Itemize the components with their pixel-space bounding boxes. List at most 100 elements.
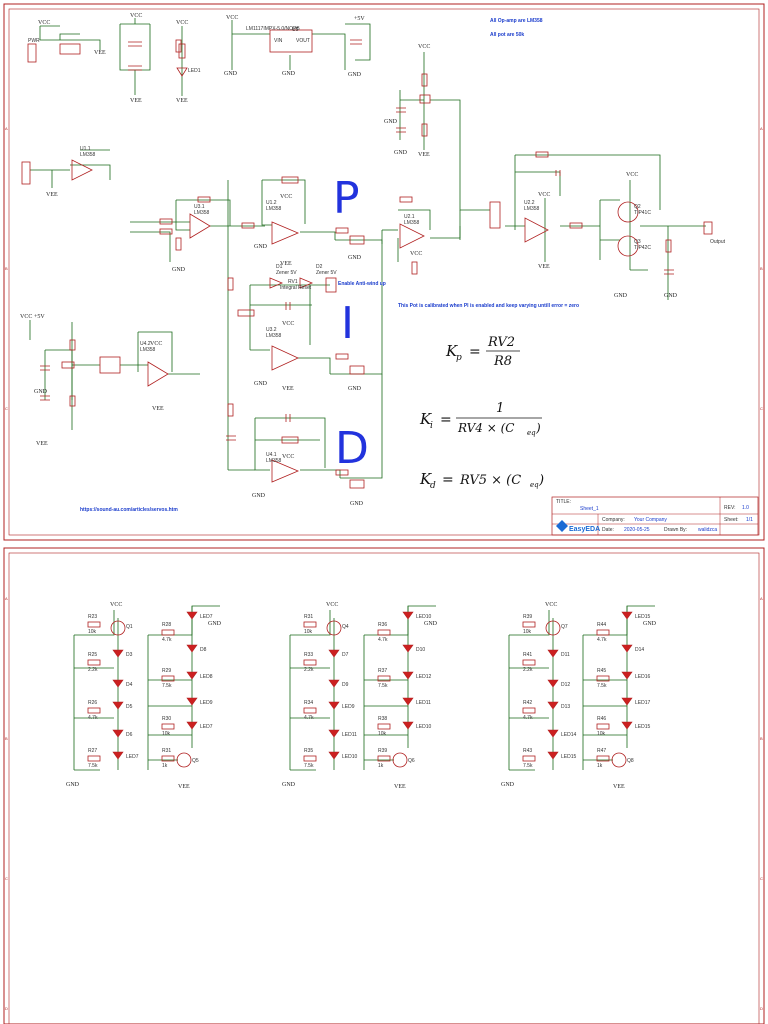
led-ref: D7	[342, 652, 349, 658]
resistor	[522, 707, 536, 714]
led-bar-group: R3910kR412.2kR424.7kR437.5kR444.7kR457.5…	[501, 602, 657, 790]
svg-text:C: C	[5, 406, 8, 411]
svg-text:=: =	[440, 412, 452, 428]
vee-label: VEE	[178, 784, 190, 790]
svg-text:p: p	[456, 353, 462, 363]
pid-letter-d: D	[335, 423, 369, 474]
resistor-ref: R39	[378, 748, 387, 754]
resistor	[522, 755, 536, 762]
resistor-value: 4.7k	[162, 637, 172, 643]
source-url[interactable]: https://sound-au.com/articles/servos.htm	[80, 507, 178, 513]
vcc-label: VCC	[150, 341, 162, 347]
svg-text:B: B	[760, 736, 763, 741]
resistor-ref: R45	[597, 668, 606, 674]
resistor	[377, 629, 391, 636]
gnd-label: GND	[501, 782, 515, 788]
vcc-label: VCC	[176, 20, 188, 26]
u11-ref: U1.1	[80, 146, 91, 152]
vee-label: VEE	[176, 98, 188, 104]
gnd-label: GND	[643, 621, 657, 627]
led-icon	[328, 751, 340, 760]
vcc-label: VCC	[418, 44, 430, 50]
led-ref: LED14	[561, 732, 577, 738]
svg-text:RV5 × (C: RV5 × (C	[459, 473, 521, 488]
rv1-label: Integral Reset	[280, 285, 312, 291]
led-icon	[402, 611, 414, 620]
led-ref: LED7	[126, 754, 139, 760]
vcc-label: VCC	[130, 13, 142, 19]
led-ref: LED12	[416, 674, 432, 680]
led-icon	[186, 611, 198, 620]
led-ref: D12	[561, 682, 570, 688]
part-labels: U1.1 LM358 U3.1 LM358 U1.2 LM358 U3.2 LM…	[80, 146, 726, 464]
resistor	[377, 675, 391, 682]
led-icon	[328, 649, 340, 658]
vee-label: VEE	[46, 192, 58, 198]
u5-part: LM1117IMPX-5.0/NOPB	[246, 26, 300, 32]
led-ref: LED16	[635, 674, 651, 680]
resistor-value: 2.2k	[88, 667, 98, 673]
resistor-ref: R27	[88, 748, 97, 754]
u22-ref: U2.2	[524, 200, 535, 206]
resistor-value: 7.5k	[304, 763, 314, 769]
svg-text:eq: eq	[527, 429, 536, 437]
resistor-value: 10k	[88, 629, 97, 635]
led-icon	[621, 611, 633, 620]
svg-text:A: A	[760, 596, 763, 601]
pid-letter-i: I	[341, 298, 354, 349]
main-circuit-wires	[29, 52, 706, 479]
led-ref: LED10	[342, 754, 358, 760]
anti-windup-note: Enable Anti-wind up	[338, 281, 386, 287]
resistor	[303, 621, 317, 628]
resistor-ref: R25	[88, 652, 97, 658]
svg-text:Company:: Company:	[602, 517, 625, 523]
u41-part: LM358	[266, 458, 282, 464]
svg-text:RV2: RV2	[487, 335, 515, 350]
resistor-ref: R42	[523, 700, 532, 706]
u41-ref: U4.1	[266, 452, 277, 458]
svg-text:Sheet:: Sheet:	[724, 517, 738, 523]
u31-part: LM358	[194, 210, 210, 216]
svg-text:C: C	[760, 876, 763, 881]
led-ref: LED11	[416, 700, 431, 706]
svg-text:EasyEDA: EasyEDA	[569, 526, 600, 533]
transistor-ref: Q1	[126, 624, 133, 630]
led-ref: D9	[342, 682, 349, 688]
led-icon	[547, 649, 559, 658]
p5v-label: +5V	[34, 314, 45, 320]
vee-label: VEE	[152, 406, 164, 412]
resistor-ref: R31	[162, 748, 171, 754]
gnd-label: GND	[614, 293, 628, 299]
u31-ref: U3.1	[194, 204, 205, 210]
vee-label: VEE	[418, 152, 430, 158]
led-icon	[186, 721, 198, 730]
svg-text:C: C	[5, 876, 8, 881]
kp-equation: K p = RV2 R8	[445, 335, 520, 369]
pid-letter-p: P	[333, 173, 360, 224]
led-icon	[547, 751, 559, 760]
transistor-icon	[392, 752, 408, 768]
vee-label: VEE	[130, 98, 142, 104]
vee-label: VEE	[36, 441, 48, 447]
led-bar-groups: R2310kR252.2kR264.7kR277.5kR284.7kR297.5…	[66, 602, 657, 790]
u42-ref: U4.2	[140, 341, 151, 347]
svg-text:A: A	[5, 596, 8, 601]
u11-part: LM358	[80, 152, 96, 158]
resistor-ref: R26	[88, 700, 97, 706]
led-icon	[186, 671, 198, 680]
led-ref: LED10	[416, 724, 432, 730]
u32-part: LM358	[266, 333, 282, 339]
svg-text:Your Company: Your Company	[634, 517, 667, 523]
resistor-value: 4.7k	[597, 637, 607, 643]
d1-ref: D1	[276, 264, 283, 270]
led-ref: D14	[635, 647, 644, 653]
calibration-note: This Pot is calibrated when PI is enable…	[398, 303, 579, 309]
gnd-label: GND	[664, 293, 678, 299]
main-circuit-components	[21, 39, 713, 489]
led-ref: D13	[561, 704, 570, 710]
resistor-value: 4.7k	[304, 715, 314, 721]
gnd-label: GND	[424, 621, 438, 627]
resistor	[87, 659, 101, 666]
resistor	[161, 723, 175, 730]
